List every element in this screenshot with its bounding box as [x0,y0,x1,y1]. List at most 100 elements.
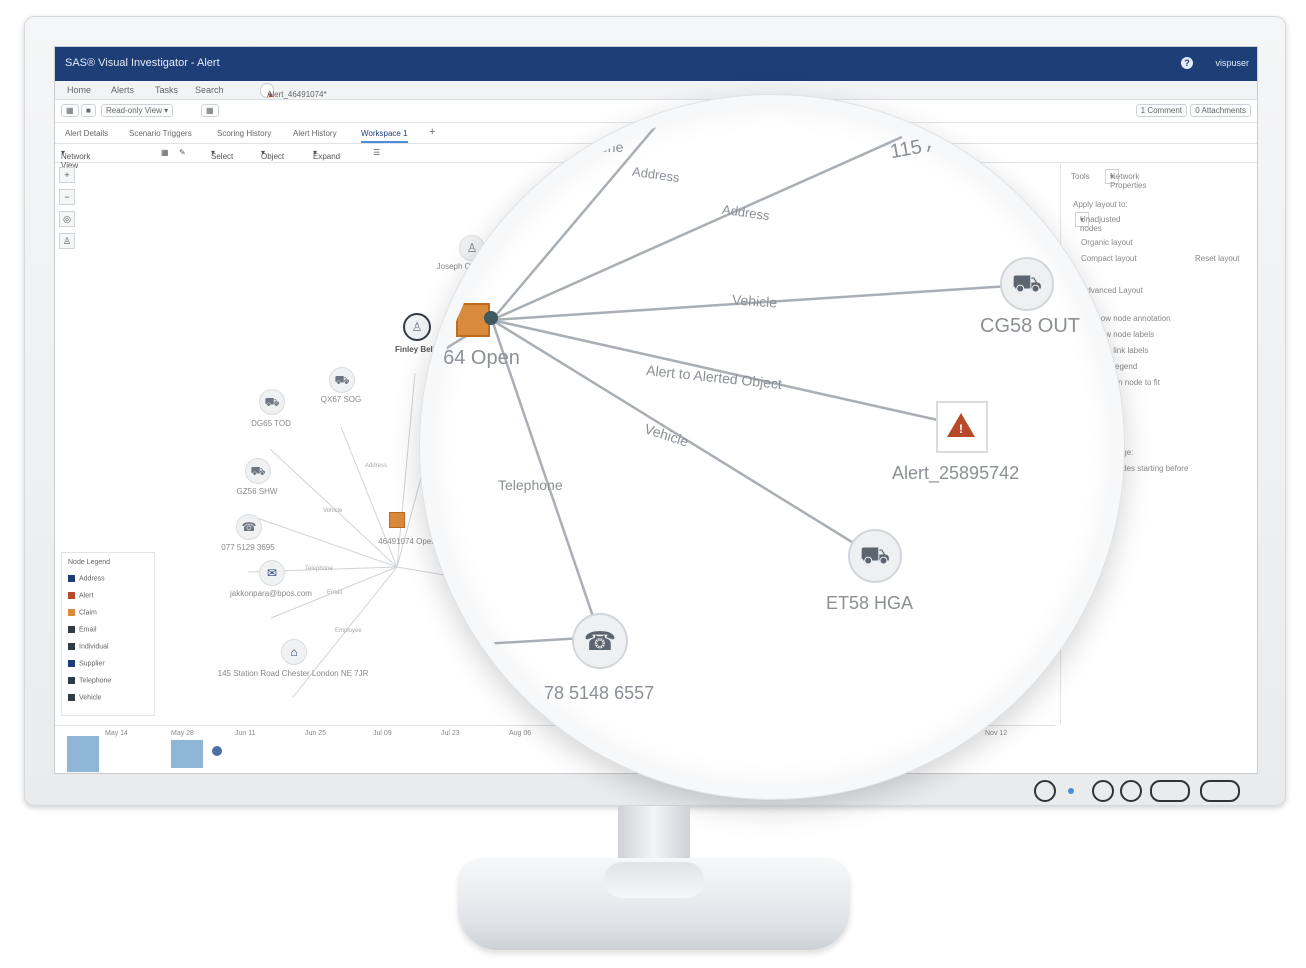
tab-scoring-history[interactable]: Scoring History [217,129,272,138]
vehicle-icon[interactable]: ⛟ [259,389,285,415]
timeline: May 14 May 28 Jun 11 Jun 25 Jul 09 Jul 2… [55,725,1055,773]
select-menu[interactable]: Select ▾ [211,148,234,161]
time-range-text: Show nodes starting before [1091,464,1189,473]
save-icon[interactable]: ■ [81,104,96,117]
vehicle-icon[interactable]: ⛟ [848,529,902,583]
edge-line [491,135,903,322]
control-button[interactable] [1092,780,1114,802]
legend-item: Supplier [68,660,105,667]
alert-icon [68,592,75,599]
view-select[interactable]: Read-only View ▾ [101,104,174,117]
timeline-bar [67,736,99,772]
view-select-label: Read-only View [106,106,162,115]
legend-item: Address [68,575,105,582]
organic-layout-button[interactable]: Organic layout [1081,238,1133,247]
edge-line [491,318,874,557]
timeline-tick: Jun 25 [305,730,327,737]
monitor-controls [1030,780,1250,804]
layout-icon[interactable]: ▦ [161,148,169,157]
timeline-tick: Jul 23 [441,730,460,737]
tab-alert-history[interactable]: Alert History [293,129,337,138]
legend-item: Claim [68,609,97,616]
alert-node[interactable]: ! [936,401,988,453]
attachments-button[interactable]: 0 Attachments [1190,104,1251,117]
fit-icon[interactable]: ◎ [59,211,75,227]
node-label-phone: 077 5129 3695 [221,543,275,552]
edge-label: Vehicle [323,508,343,514]
selection-handle[interactable] [484,311,498,325]
telephone-icon[interactable]: ☎ [236,514,262,540]
claim-icon[interactable] [389,512,405,528]
object-menu[interactable]: Object ▾ [261,148,285,161]
apply-layout-value: Unadjusted nodes [1080,215,1121,233]
zoom-controls: + − ◎ ♙ [59,167,75,255]
expand-menu-label: Expand [313,152,341,161]
vehicle-icon[interactable]: ⛟ [245,458,271,484]
node-label-fragment: one [600,139,624,155]
zoom-in-icon[interactable]: + [59,167,75,183]
timeline-tick: May 28 [171,730,194,737]
edge-line [491,318,961,427]
control-button[interactable] [1034,780,1056,802]
tools-select-label: Network Properties [1110,172,1147,190]
telephone-icon[interactable]: ☎ [572,613,628,669]
compact-layout-button[interactable]: Compact layout [1081,254,1137,263]
tab-scenario-triggers[interactable]: Scenario Triggers [129,129,192,138]
control-button[interactable] [1200,780,1240,802]
advanced-layout-toggle[interactable]: Advanced Layout [1081,286,1143,295]
reset-layout-button[interactable]: Reset layout [1195,254,1240,263]
user-name[interactable]: vispuser [1215,58,1249,68]
network-view-label: Network View [61,152,91,170]
list-icon[interactable]: ☰ [373,148,381,157]
person-icon[interactable]: ♙ [59,233,75,249]
option-checkbox[interactable]: Show node labels [1091,330,1155,339]
node-label-telephone: 78 5148 6557 [544,683,655,703]
vehicle-icon [68,694,75,701]
node-label-email: jakkonpara@bpos.com [230,589,312,598]
help-icon[interactable]: ? [1181,57,1193,69]
add-tab-icon[interactable]: + [429,126,436,138]
option-checkbox[interactable]: Zoom on node to fit [1091,378,1160,387]
grid-icon[interactable]: ▦ [201,104,219,117]
email-icon [68,626,75,633]
open-alert-tab[interactable]: ▲ Alert_46491074* × [260,83,327,99]
option-checkbox[interactable]: Show node annotation [1091,314,1171,323]
network-icon[interactable]: ▦ [61,104,79,117]
window-title: SAS® Visual Investigator - Alert [65,57,220,69]
menu-home[interactable]: Home [67,85,92,95]
individual-icon[interactable]: ♙ [403,313,431,341]
email-icon[interactable]: ✉ [259,560,285,586]
apply-layout-select[interactable]: Unadjusted nodes ▾ [1075,212,1120,233]
edge-line [292,566,398,698]
menu-search[interactable]: Search [195,85,224,95]
address-icon [68,575,75,582]
timeline-marker[interactable] [212,746,222,756]
legend-item: Vehicle [68,694,102,701]
network-view-select[interactable]: Network View ▾ [61,148,91,170]
zoom-out-icon[interactable]: − [59,189,75,205]
tab-workspace[interactable]: Workspace 1 [361,129,408,143]
pin-icon[interactable]: ✎ [179,148,186,157]
comment-button[interactable]: 1 Comment [1135,104,1187,117]
option-checkbox[interactable]: Show link labels [1091,346,1149,355]
timeline-tick: May 14 [105,730,128,737]
node-label-center: 564 Open [432,347,520,369]
vehicle-icon[interactable]: ⛟ [329,367,355,393]
address-icon[interactable]: ⌂ [281,639,307,665]
node-label-finley: Finley Bell [394,345,436,354]
control-button[interactable] [1120,780,1142,802]
edge-line [270,566,398,619]
telephone-icon [68,677,75,684]
control-button[interactable] [1150,780,1190,802]
expand-menu[interactable]: Expand ▾ [313,148,341,161]
tools-select[interactable]: Network Properties ▾ [1105,169,1146,190]
close-icon[interactable]: × [267,90,272,99]
menu-tasks[interactable]: Tasks [155,85,179,95]
node-label-alert: Alert_25895742 [892,463,1020,483]
tab-alert-details[interactable]: Alert Details [65,129,109,138]
timeline-tick: Jul 09 [373,730,392,737]
edge-label-telephone: Telephone [498,477,563,493]
legend-title: Node Legend [68,559,111,566]
menu-alerts[interactable]: Alerts [111,85,135,95]
vehicle-icon[interactable]: ⛟ [1000,257,1054,311]
